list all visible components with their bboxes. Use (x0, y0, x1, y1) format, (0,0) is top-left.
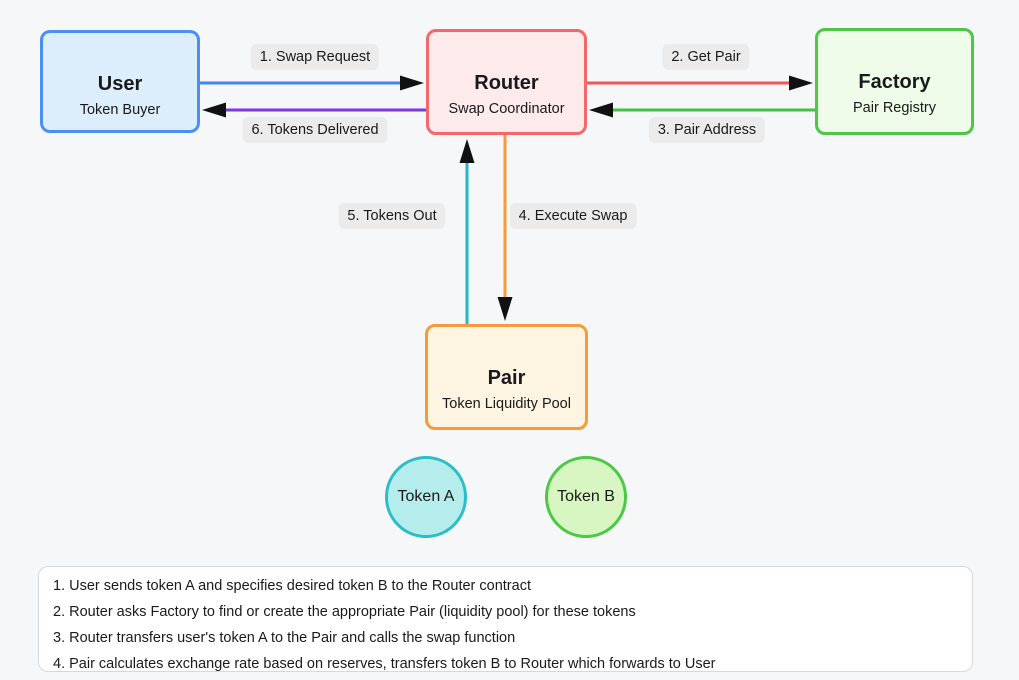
edge-execute-swap (497, 135, 513, 321)
edge-swap-request (200, 75, 424, 91)
node-router-title: Router (474, 72, 539, 94)
token-a-label: Token A (397, 488, 455, 505)
node-pair-title: Pair (487, 367, 526, 389)
node-user: User Token Buyer (40, 30, 200, 133)
edge-label-tokens-out: 5. Tokens Out (338, 203, 446, 229)
token-a-circle: Token A (385, 456, 467, 538)
note-line-1: 1. User sends token A and specifies desi… (53, 578, 531, 594)
notes-panel: 1. User sends token A and specifies desi… (38, 566, 973, 672)
edge-pair-address-arrowhead (589, 102, 613, 118)
node-factory: Factory Pair Registry (815, 28, 974, 135)
edge-label-execute-swap: 4. Execute Swap (509, 203, 637, 229)
note-line-3: 3. Router transfers user's token A to th… (53, 630, 516, 646)
node-user-subtitle: Token Buyer (79, 102, 161, 118)
node-factory-title: Factory (858, 71, 931, 93)
edge-pair-address (589, 102, 815, 118)
edge-tokens-delivered (202, 102, 426, 118)
token-b-label: Token B (557, 488, 615, 505)
node-pair-subtitle: Token Liquidity Pool (442, 396, 571, 412)
edge-swap-request-arrowhead (400, 75, 424, 91)
node-router: Router Swap Coordinator (426, 29, 587, 135)
token-b-circle: Token B (545, 456, 627, 538)
edge-tokens-out-arrowhead (459, 139, 475, 163)
edge-label-get-pair: 2. Get Pair (662, 44, 750, 70)
edge-label-swap-request: 1. Swap Request (250, 44, 380, 70)
node-user-title: User (97, 73, 143, 95)
edge-get-pair-arrowhead (789, 75, 813, 91)
edge-tokens-delivered-arrowhead (202, 102, 226, 118)
edge-label-pair-address: 3. Pair Address (648, 117, 766, 143)
note-line-2: 2. Router asks Factory to find or create… (53, 604, 636, 620)
edge-tokens-out (459, 139, 475, 324)
node-factory-subtitle: Pair Registry (853, 100, 936, 116)
edge-get-pair (587, 75, 813, 91)
note-line-4: 4. Pair calculates exchange rate based o… (53, 656, 716, 672)
edge-execute-swap-arrowhead (497, 297, 513, 321)
node-router-subtitle: Swap Coordinator (448, 101, 565, 117)
node-pair: Pair Token Liquidity Pool (425, 324, 588, 430)
edge-label-tokens-delivered: 6. Tokens Delivered (242, 117, 388, 143)
